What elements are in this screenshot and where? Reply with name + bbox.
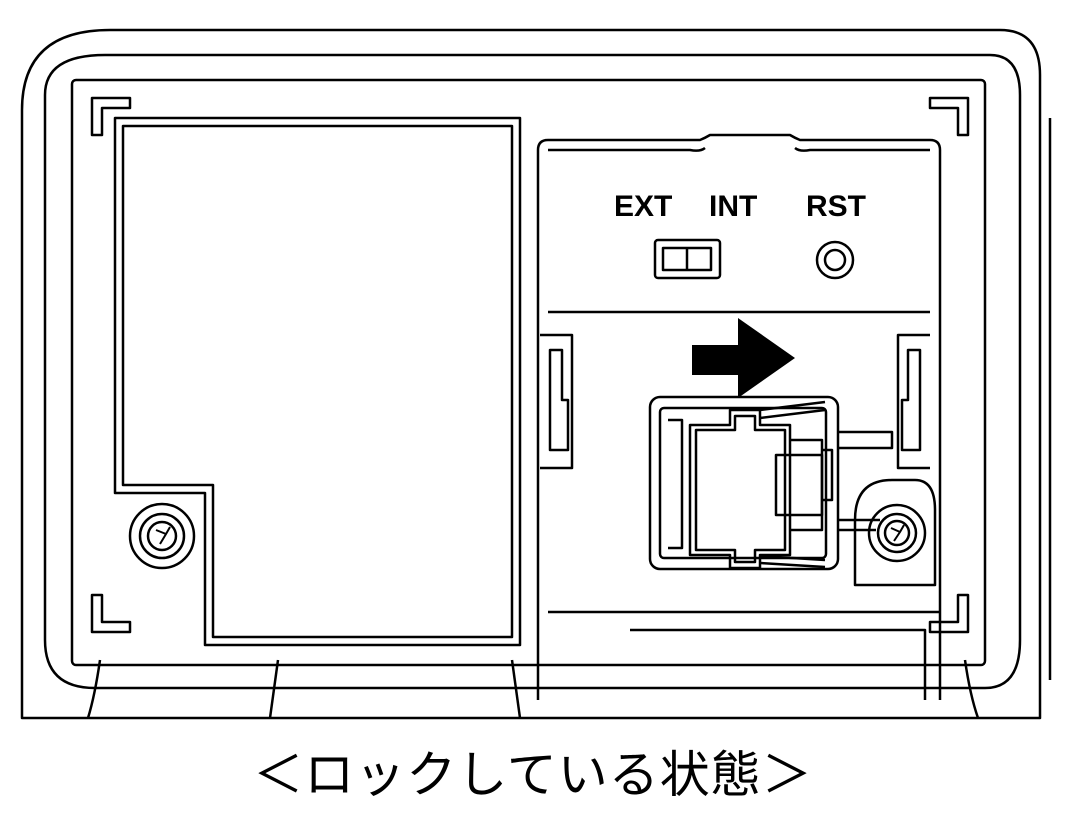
bottom-foot-left xyxy=(86,659,102,719)
card-socket-inner xyxy=(658,406,828,560)
corner-mark-tl xyxy=(90,96,132,137)
screw-boss-right-bracket xyxy=(853,478,937,587)
rst-button-outer xyxy=(815,240,855,280)
screw-icon xyxy=(155,526,171,545)
lock-lever-outline xyxy=(688,408,792,570)
card-socket-right-guide xyxy=(822,448,834,502)
card-socket-frame xyxy=(648,395,840,571)
socket-spring-bottom xyxy=(759,554,826,569)
corner-mark-tr xyxy=(928,96,970,137)
screw-boss-right-inner xyxy=(876,512,918,554)
lock-lever-slider xyxy=(774,453,824,517)
label-panel-outer xyxy=(113,116,522,647)
screw-boss-left-core xyxy=(146,520,178,552)
label-panel-inner xyxy=(121,124,514,639)
screw-boss-left-inner xyxy=(138,512,186,560)
card-socket-left-guide xyxy=(668,418,684,550)
bottom-foot-mid-left xyxy=(268,659,280,719)
lock-lever-inner xyxy=(694,414,787,564)
connector-bar-bottom xyxy=(838,518,880,532)
housing-outer xyxy=(20,28,1042,720)
diagram-caption: ＜ロックしている状態＞ xyxy=(253,746,813,804)
screw-boss-right-core xyxy=(883,519,911,547)
side-latch-left xyxy=(540,333,574,470)
bottom-foot-mid-right xyxy=(510,659,522,719)
int-label: INT xyxy=(709,190,757,223)
arrow-right-icon xyxy=(692,318,795,398)
screw-boss-right-outer xyxy=(867,503,927,563)
compartment-frame xyxy=(536,133,942,700)
compartment-lower-step xyxy=(630,628,927,700)
bottom-foot-right xyxy=(963,659,980,719)
screw-icon xyxy=(890,524,905,542)
compartment-top-rim xyxy=(548,146,930,152)
corner-mark-br xyxy=(928,593,970,634)
rst-label: RST xyxy=(806,190,866,223)
side-latch-right xyxy=(896,333,930,470)
ext-int-switch-housing xyxy=(653,238,722,280)
socket-spring-top xyxy=(759,400,826,420)
corner-mark-bl xyxy=(90,593,132,634)
face-plate xyxy=(70,78,987,667)
lock-lever-tab xyxy=(790,438,824,532)
connector-bar-top xyxy=(838,430,894,450)
rst-button-inner xyxy=(823,248,847,272)
screw-boss-left-outer xyxy=(128,502,196,570)
ext-label: EXT xyxy=(614,190,672,223)
